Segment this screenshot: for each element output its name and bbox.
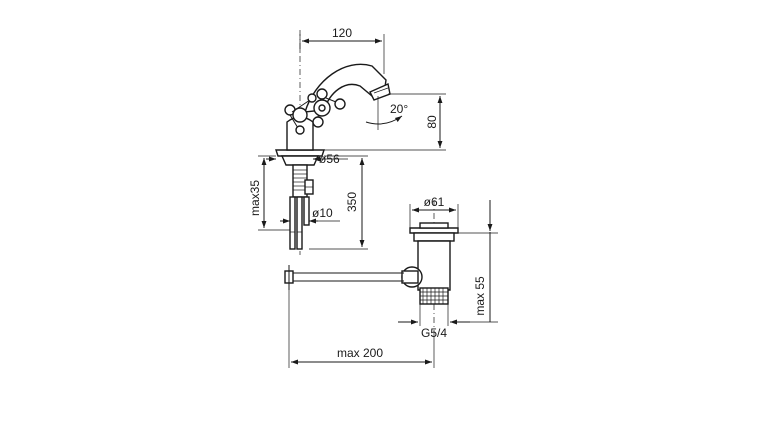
waste-threads (419, 287, 449, 305)
cross-handle-left-icon (284, 93, 317, 135)
dim-spout-reach: 120 (332, 26, 352, 40)
waste-drawing (284, 200, 459, 330)
cross-handle-right-icon (312, 88, 346, 128)
dim-max-deck: max35 (248, 180, 262, 216)
dim-rod-length: max 200 (337, 346, 383, 360)
waste-dimensions: ø61 max 55 G5/4 max 200 (288, 195, 498, 368)
dim-tube-diameter: ø10 (312, 206, 333, 220)
dim-spout-angle: 20° (390, 102, 408, 116)
faucet-dimensions: 120 20° 80 ø56 350 ø10 max35 (248, 26, 446, 250)
dim-spout-height: 80 (425, 115, 439, 129)
dim-waste-diameter: ø61 (424, 195, 445, 209)
dim-base-diameter: ø56 (319, 152, 340, 166)
dim-waste-height: max 55 (473, 276, 487, 316)
dim-supply-length: 350 (345, 192, 359, 212)
